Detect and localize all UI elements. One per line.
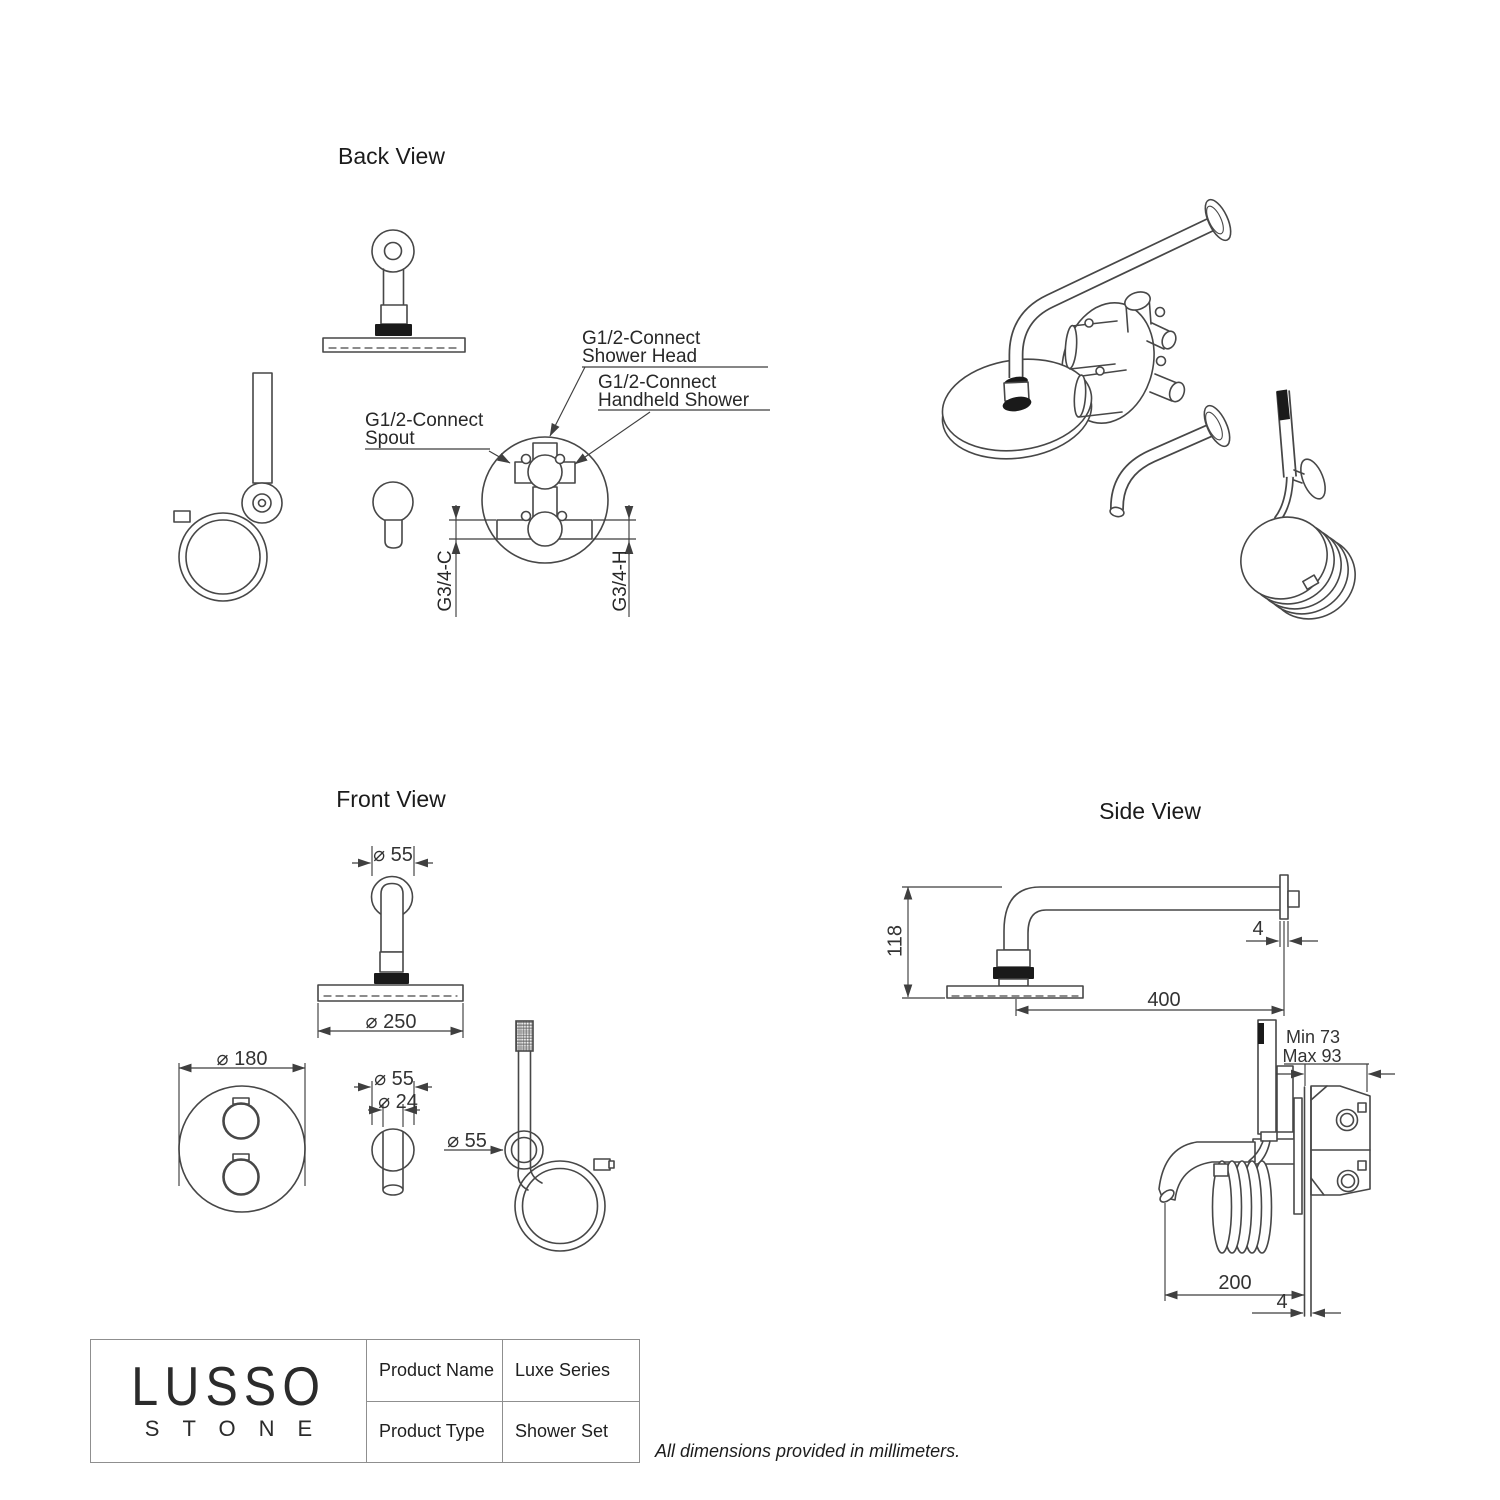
- side-view-title: Side View: [1099, 798, 1201, 824]
- brand-logo-bottom: STONE: [144, 1416, 336, 1441]
- spec-row-product-name: Product Name Luxe Series: [367, 1340, 639, 1402]
- back-view-drawing: [173, 229, 770, 617]
- brand-logo: LUSSO STONE: [91, 1340, 367, 1462]
- front-view-drawing: [178, 846, 615, 1252]
- label-handheld-line1: G1/2-Connect: [598, 372, 717, 393]
- dim-arm-reach: 400: [1147, 989, 1181, 1011]
- iso-handheld-shower: [1273, 389, 1326, 523]
- side-hose-coil: [1211, 1160, 1273, 1254]
- side-handheld-shower: [1248, 1019, 1278, 1165]
- spec-label-product-name: Product Name: [367, 1340, 503, 1401]
- iso-hose-coil: [1240, 516, 1356, 620]
- side-shower-arm: [946, 874, 1300, 999]
- dim-spout-tube-diameter: ⌀ 24: [378, 1091, 418, 1113]
- side-view-drawing: [902, 874, 1395, 1318]
- front-spout: [371, 1128, 415, 1196]
- label-shower-head-connection: G1/2-Connect Shower Head: [582, 328, 701, 367]
- front-shower-head: [317, 875, 464, 1002]
- side-wall-line: [1303, 1086, 1312, 1317]
- side-arm-dimensions: [902, 886, 1318, 1016]
- front-valve-dimension: [178, 1063, 306, 1186]
- label-handheld-connection: G1/2-Connect Handheld Shower: [598, 372, 750, 411]
- dim-holder-diameter: ⌀ 55: [447, 1130, 487, 1152]
- back-leader-lines: [365, 366, 770, 465]
- iso-shower-arm: [1002, 198, 1232, 412]
- label-spout-line2: Spout: [365, 428, 415, 449]
- back-valve: [481, 436, 609, 564]
- spec-label-product-type: Product Type: [367, 1401, 503, 1462]
- front-spout-dimensions: [354, 1081, 432, 1127]
- spec-row-product-type: Product Type Shower Set: [367, 1401, 639, 1462]
- front-head-dimensions: [317, 846, 464, 1038]
- dim-spout-flange-diameter: ⌀ 55: [374, 1068, 414, 1090]
- dimensions-note: All dimensions provided in millimeters.: [655, 1441, 961, 1461]
- dim-valve-depth-max: Max 93: [1282, 1046, 1342, 1066]
- front-handheld-shower: [504, 1020, 615, 1252]
- front-valve: [178, 1085, 306, 1213]
- iso-spout: [1109, 404, 1231, 518]
- dim-valve-depth-min: Min 73: [1285, 1027, 1341, 1047]
- label-handheld-line2: Handheld Shower: [598, 390, 750, 411]
- spec-value-product-name: Luxe Series: [515, 1359, 611, 1380]
- label-cold-port: G3/4-C: [435, 550, 456, 612]
- brand-logo-top: LUSSO: [131, 1355, 326, 1417]
- title-block: LUSSO STONE Product Name Luxe Series Pro…: [90, 1339, 640, 1463]
- spec-value-product-type: Shower Set: [515, 1421, 609, 1442]
- spec-table: Product Name Luxe Series Product Type Sh…: [367, 1340, 639, 1462]
- label-spout-connection: G1/2-Connect Spout: [365, 410, 484, 449]
- back-shower-head: [322, 229, 466, 353]
- back-handheld-shower: [173, 372, 283, 602]
- back-view-title: Back View: [338, 143, 445, 169]
- dim-spout-reach: 200: [1218, 1272, 1252, 1294]
- label-spout-line1: G1/2-Connect: [365, 410, 484, 431]
- dim-head-drop: 118: [884, 925, 907, 957]
- dim-arm-wall-plate: 4: [1252, 918, 1264, 940]
- dim-arm-flange-diameter: ⌀ 55: [373, 844, 413, 866]
- back-spout: [372, 481, 414, 549]
- dim-spout-wall-plate: 4: [1276, 1291, 1288, 1313]
- side-spout: [1158, 1141, 1256, 1203]
- iso-valve-knobs: [1064, 318, 1127, 418]
- label-shower-head-line2: Shower Head: [582, 346, 698, 367]
- isometric-view-drawing: [941, 198, 1356, 620]
- side-valve-dimensions: [1164, 1063, 1395, 1318]
- back-port-dimensions: [449, 505, 636, 617]
- label-shower-head-line1: G1/2-Connect: [582, 328, 701, 349]
- dim-head-diameter: ⌀ 250: [365, 1011, 417, 1033]
- dim-valve-diameter: ⌀ 180: [216, 1048, 268, 1070]
- front-view-title: Front View: [336, 786, 446, 812]
- label-hot-port: G3/4-H: [610, 550, 631, 612]
